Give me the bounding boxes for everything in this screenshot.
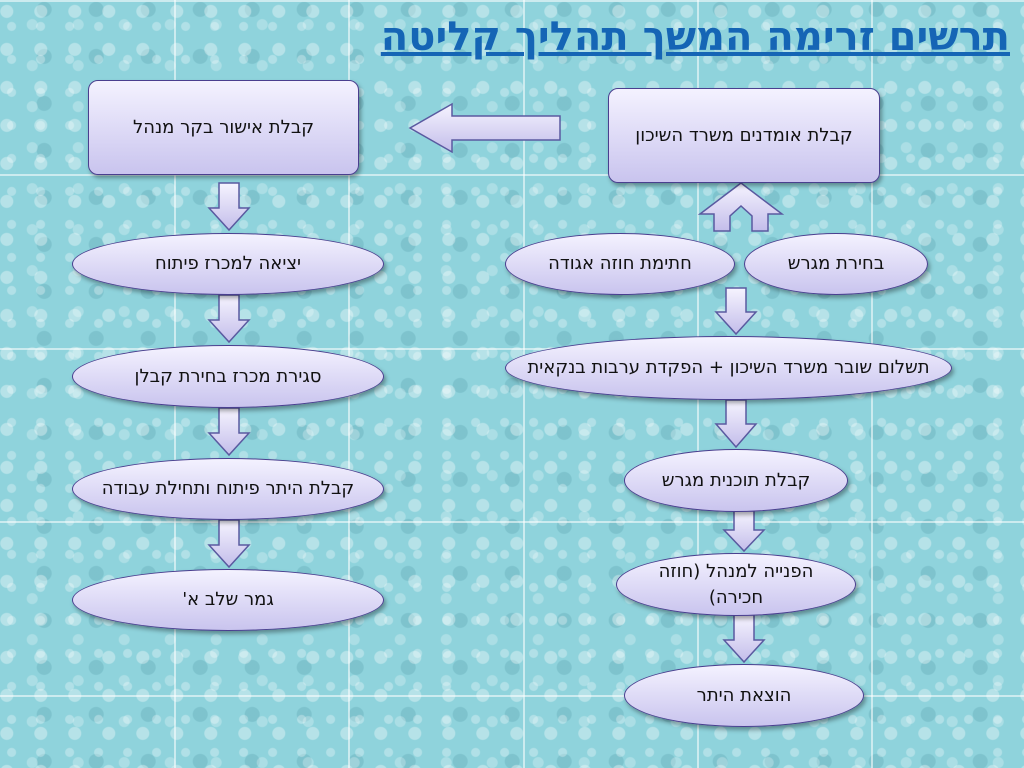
page-title: תרשים זרימה המשך תהליך קליטה [380,14,1010,60]
node-tender-exit: יציאה למכרז פיתוח [72,233,384,295]
arrow-down-left-1 [207,182,251,232]
arrow-down-right-4 [722,614,766,664]
node-label: קבלת אומדנים משרד השיכון [635,124,853,146]
arrow-down-left-2 [207,294,251,344]
node-development-permit: קבלת היתר פיתוח ותחילת עבודה [72,458,384,520]
node-label: חתימת חוזה אגודה [548,253,692,275]
node-label: בחירת מגרש [787,253,885,275]
node-label: הוצאת היתר [696,684,792,706]
node-label: קבלת תוכנית מגרש [661,469,811,491]
node-permit-issue: הוצאת היתר [624,664,864,727]
node-stage-a-end: גמר שלב א' [72,569,384,631]
node-label: קבלת היתר פיתוח ותחילת עבודה [101,478,355,500]
node-label: הפנייה למנהל (חוזה חכירה) [658,561,814,608]
node-label: יציאה למכרז פיתוח [154,253,302,275]
node-referral-manager: הפנייה למנהל (חוזה חכירה) [616,553,856,616]
arrow-down-right-2 [714,399,758,449]
node-receive-estimates: קבלת אומדנים משרד השיכון [608,88,880,183]
node-receive-approval: קבלת אישור בקר מנהל [88,80,359,175]
arrow-left [408,102,561,154]
node-plot-plan: קבלת תוכנית מגרש [624,449,848,512]
node-label: גמר שלב א' [182,589,274,611]
arrow-down-left-3 [207,407,251,457]
node-plot-selection: בחירת מגרש [744,233,928,295]
arrow-split [697,182,785,232]
node-label: קבלת אישור בקר מנהל [132,116,315,138]
node-association-contract: חתימת חוזה אגודה [505,233,735,295]
node-label: סגירת מכרז בחירת קבלן [134,365,322,387]
node-label: תשלום שובר משרד השיכון + הפקדת ערבות בנק… [527,357,930,379]
arrow-down-right-1 [714,287,758,336]
node-tender-close: סגירת מכרז בחירת קבלן [72,345,384,408]
node-payment-voucher: תשלום שובר משרד השיכון + הפקדת ערבות בנק… [505,336,952,400]
arrow-down-left-4 [207,519,251,569]
arrow-down-right-3 [722,510,766,553]
